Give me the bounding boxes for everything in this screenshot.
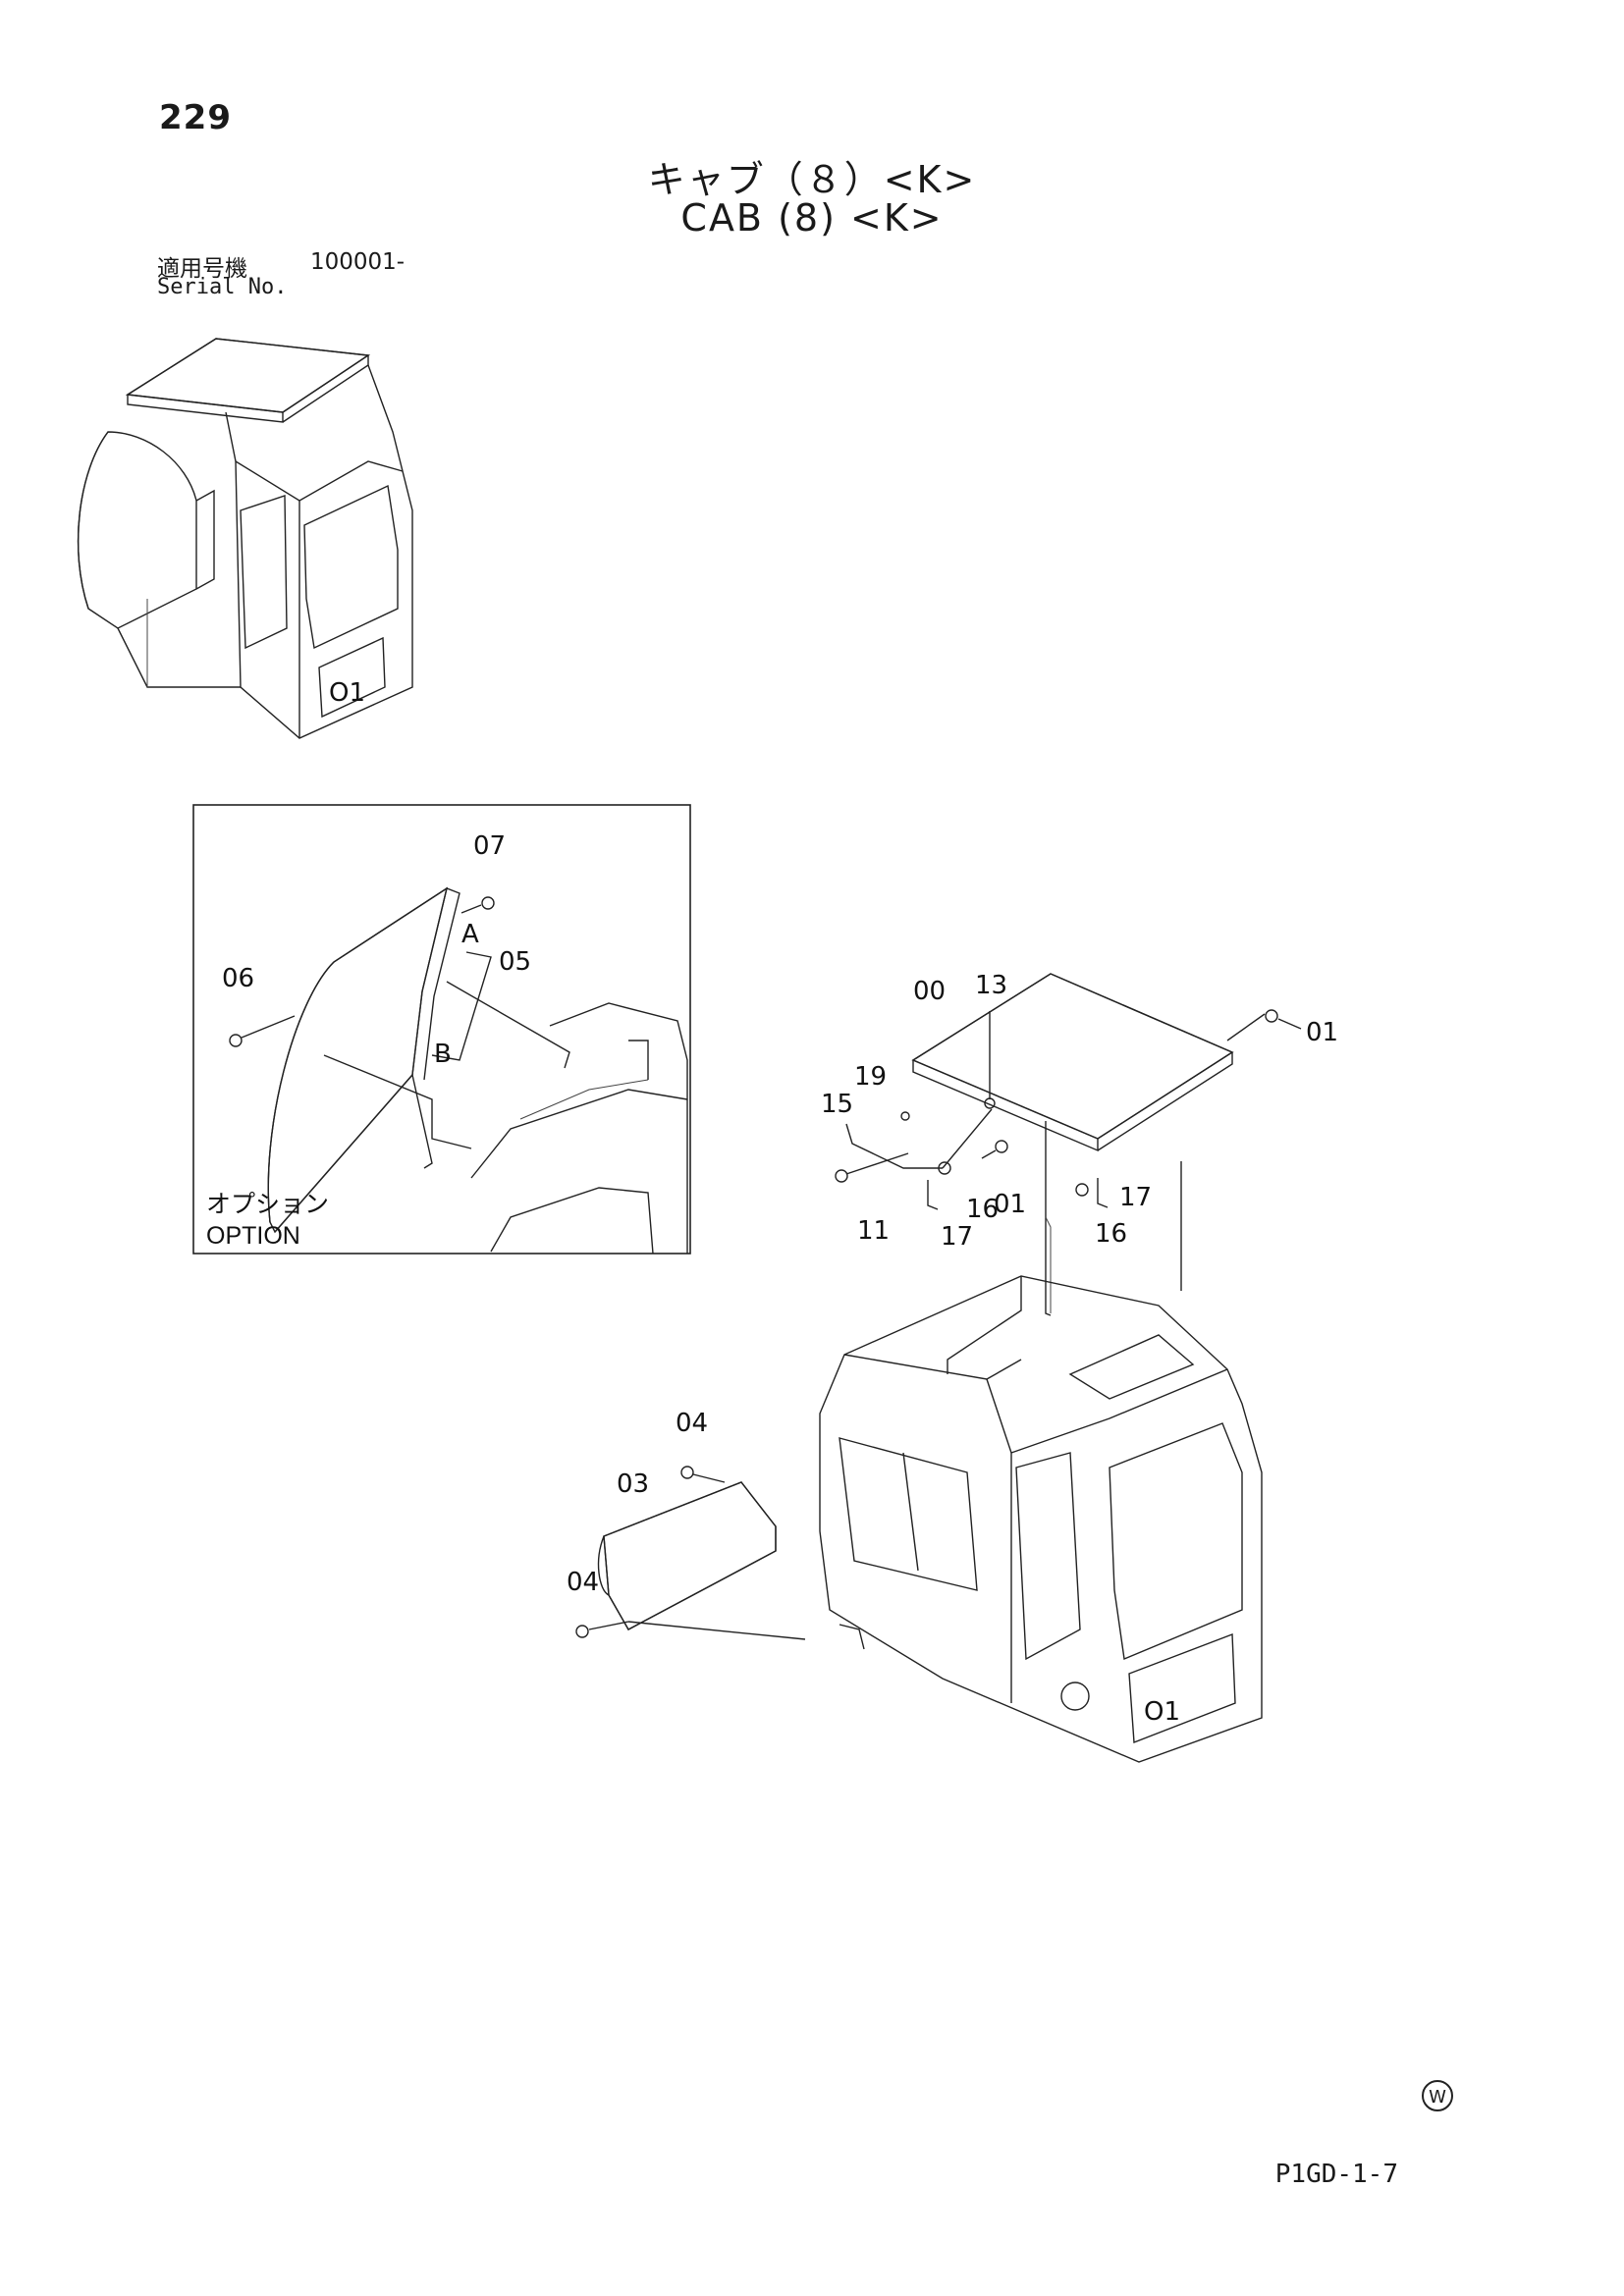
callout-00: 00 xyxy=(913,977,946,1006)
serial-label-english: Serial No. xyxy=(157,275,288,299)
callout-16-left: 16 xyxy=(966,1195,999,1224)
callout-01-right: 01 xyxy=(1306,1018,1338,1047)
serial-label-japanese: 適用号機 xyxy=(157,256,247,282)
callout-05-option: 05 xyxy=(499,947,531,977)
serial-number-value: 100001- xyxy=(310,249,406,275)
title-english: CAB (8) <K> xyxy=(680,196,944,240)
overview-cab-drawing: O1 xyxy=(77,338,413,739)
callout-13: 13 xyxy=(975,971,1007,1000)
option-box: 07 A 05 06 B オプション OPTION xyxy=(192,804,691,1255)
callout-16-right: 16 xyxy=(1095,1219,1127,1249)
callout-17-left: 17 xyxy=(941,1222,973,1252)
document-code: P1GD-1-7 xyxy=(1274,2160,1398,2189)
callout-A-option: A xyxy=(461,920,479,949)
cab-side-number-overview: O1 xyxy=(329,678,365,708)
callout-17-right: 17 xyxy=(1119,1183,1152,1212)
callout-11: 11 xyxy=(857,1216,890,1246)
manufacturer-symbol: W xyxy=(1422,2080,1453,2111)
cab-side-number-main: O1 xyxy=(1144,1697,1180,1727)
page-number: 229 xyxy=(159,98,232,137)
option-label-english: OPTION xyxy=(206,1222,300,1250)
callout-03: 03 xyxy=(617,1469,649,1499)
callout-04-top: 04 xyxy=(676,1409,708,1438)
title-japanese: キャブ（８）<K> xyxy=(647,158,977,201)
callout-B-option: B xyxy=(434,1040,452,1069)
option-label-japanese: オプション xyxy=(206,1191,329,1218)
callout-01-center: 01 xyxy=(994,1190,1026,1219)
callout-19: 19 xyxy=(854,1062,887,1092)
callout-07-option: 07 xyxy=(473,831,506,861)
callout-15: 15 xyxy=(821,1090,853,1119)
main-exploded-view: O1 00 13 01 19 15 01 11 16 17 16 17 04 0… xyxy=(567,971,1338,1763)
callout-06-option: 06 xyxy=(222,964,254,993)
callout-04-bottom: 04 xyxy=(567,1568,599,1597)
